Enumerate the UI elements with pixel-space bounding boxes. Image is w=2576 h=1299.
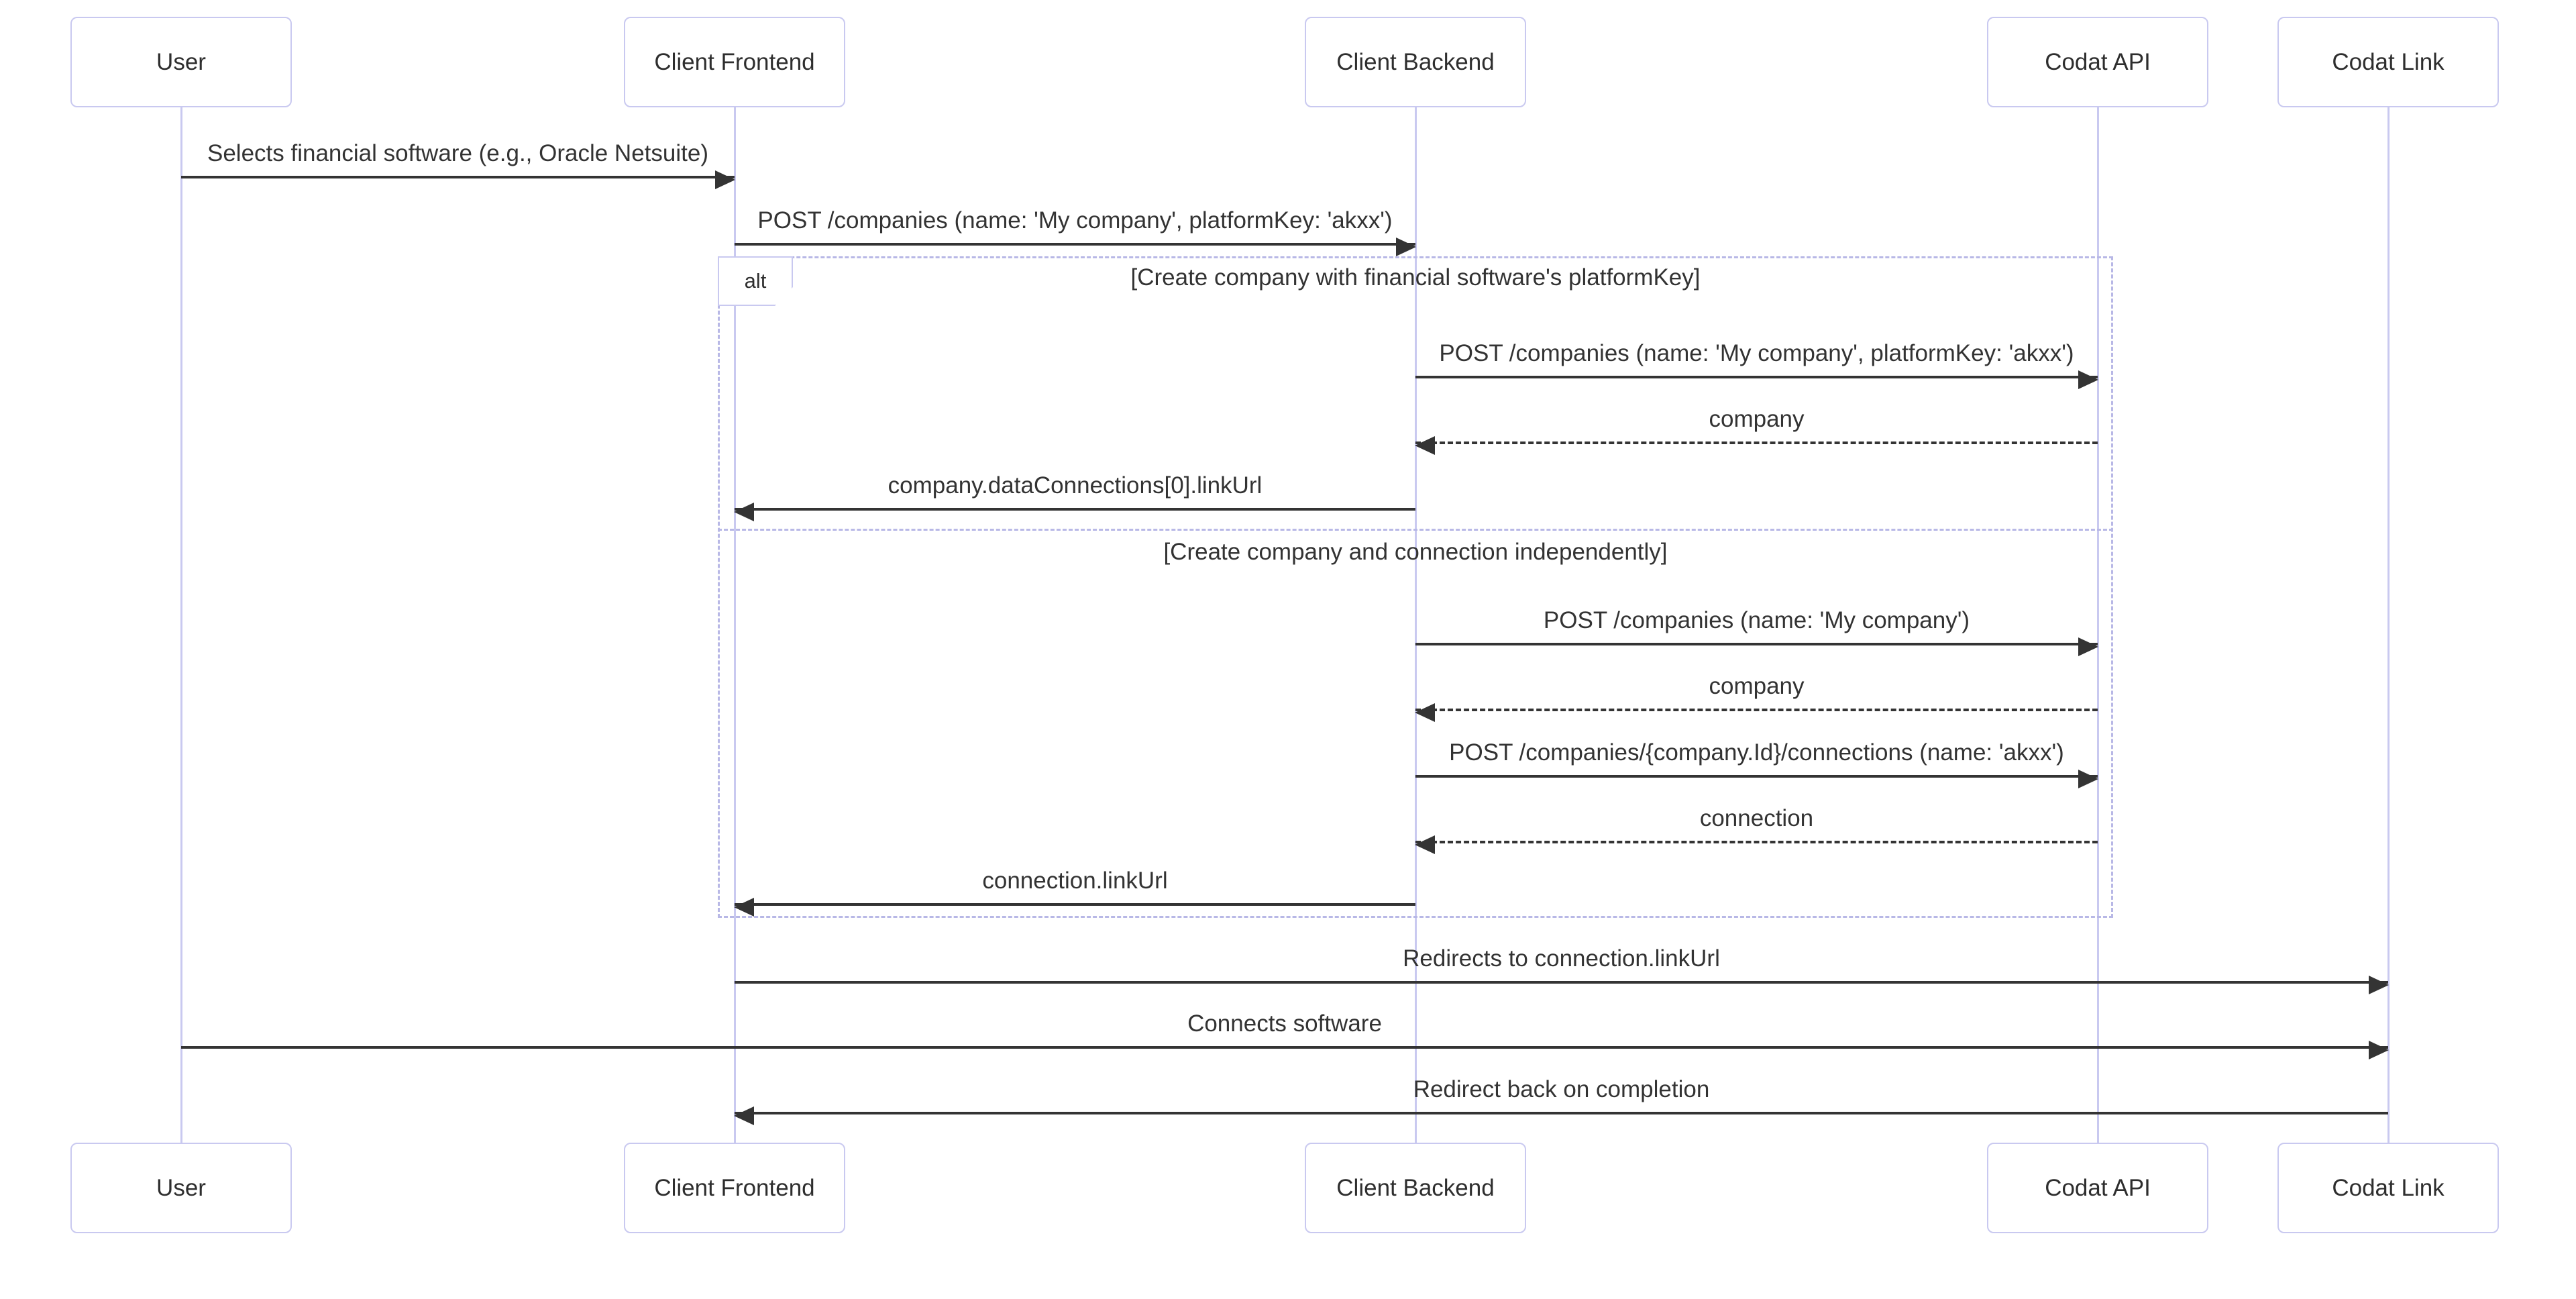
- arrowhead-right-icon: [715, 170, 735, 189]
- message-label: Selects financial software (e.g., Oracle…: [207, 140, 708, 166]
- lifeline-codat-link: [2387, 107, 2390, 1144]
- arrowhead-right-icon: [2369, 976, 2389, 994]
- message-label: Connects software: [1187, 1010, 1382, 1037]
- actor-bottom-codat-link: Codat Link: [2277, 1143, 2499, 1233]
- message-post-connections: POST /companies/{company.Id}/connections…: [1415, 737, 2098, 788]
- message-redirects-linkurl: Redirects to connection.linkUrl: [735, 943, 2389, 994]
- actor-bottom-client-frontend: Client Frontend: [624, 1143, 845, 1233]
- arrowhead-left-icon: [1415, 436, 1435, 455]
- lifeline-client-backend: [1415, 107, 1417, 1144]
- message-connection-linkurl: connection.linkUrl: [734, 866, 1415, 917]
- message-label: company.dataConnections[0].linkUrl: [888, 472, 1263, 499]
- arrowhead-right-icon: [2078, 637, 2098, 656]
- message-select-software: Selects financial software (e.g., Oracle…: [181, 138, 735, 189]
- actor-top-codat-link: Codat Link: [2277, 17, 2499, 107]
- message-company-return-1: company: [1415, 404, 2098, 455]
- actor-top-client-backend: Client Backend: [1305, 17, 1526, 107]
- message-label: POST /companies (name: 'My company', pla…: [757, 207, 1393, 233]
- arrowhead-left-icon: [1415, 703, 1435, 722]
- arrowhead-left-icon: [1415, 835, 1435, 854]
- alt-label: alt: [718, 256, 793, 306]
- message-label: Redirects to connection.linkUrl: [1403, 945, 1720, 972]
- message-label: Redirect back on completion: [1413, 1076, 1710, 1102]
- message-label: POST /companies (name: 'My company'): [1543, 607, 1970, 633]
- alt-frame: [718, 256, 2113, 918]
- lifeline-user: [180, 107, 182, 1144]
- alt-divider: [718, 529, 2113, 531]
- arrowhead-right-icon: [1396, 238, 1416, 256]
- message-label: connection: [1699, 805, 1814, 831]
- arrowhead-left-icon: [734, 503, 754, 521]
- message-redirect-back: Redirect back on completion: [734, 1074, 2388, 1125]
- message-label: company: [1709, 406, 1805, 432]
- message-connection-return: connection: [1415, 803, 2098, 854]
- message-connects-software: Connects software: [181, 1008, 2389, 1059]
- arrowhead-right-icon: [2078, 370, 2098, 389]
- message-post-companies-frontend: POST /companies (name: 'My company', pla…: [735, 205, 1416, 256]
- arrowhead-left-icon: [734, 1106, 754, 1125]
- actor-bottom-user: User: [70, 1143, 292, 1233]
- message-label: connection.linkUrl: [982, 868, 1168, 894]
- arrowhead-right-icon: [2078, 770, 2098, 788]
- alt-condition-1: [Create company with financial software'…: [1130, 264, 1701, 291]
- actor-top-client-frontend: Client Frontend: [624, 17, 845, 107]
- message-post-companies-name-only: POST /companies (name: 'My company'): [1415, 605, 2098, 656]
- actor-top-codat-api: Codat API: [1987, 17, 2208, 107]
- message-company-return-2: company: [1415, 671, 2098, 722]
- message-label: company: [1709, 673, 1805, 699]
- actor-bottom-codat-api: Codat API: [1987, 1143, 2208, 1233]
- alt-condition-2: [Create company and connection independe…: [1163, 539, 1668, 565]
- message-label: POST /companies (name: 'My company', pla…: [1439, 340, 2074, 366]
- message-dataconnections-linkurl: company.dataConnections[0].linkUrl: [734, 470, 1415, 521]
- message-label: POST /companies/{company.Id}/connections…: [1449, 739, 2064, 766]
- arrowhead-left-icon: [734, 898, 754, 917]
- actor-top-user: User: [70, 17, 292, 107]
- actor-bottom-client-backend: Client Backend: [1305, 1143, 1526, 1233]
- lifeline-codat-api: [2097, 107, 2099, 1144]
- arrowhead-right-icon: [2369, 1041, 2389, 1059]
- lifeline-client-frontend: [734, 107, 736, 1144]
- message-post-companies-platformkey: POST /companies (name: 'My company', pla…: [1415, 338, 2098, 389]
